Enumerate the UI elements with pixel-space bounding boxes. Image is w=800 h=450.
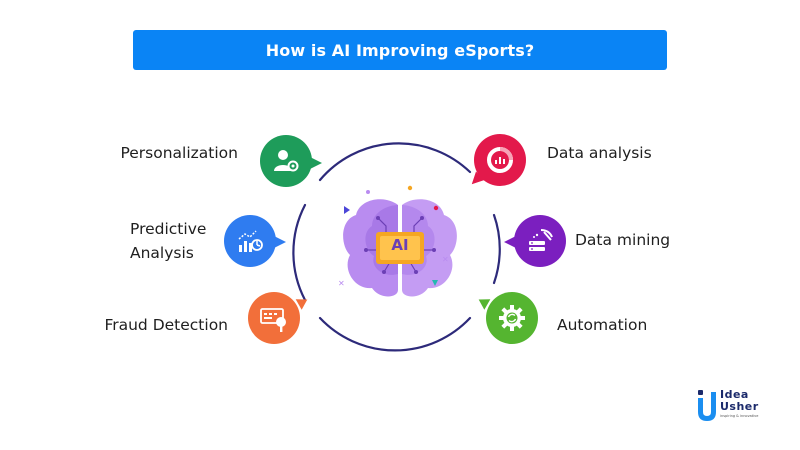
data-mining-icon [529,229,553,251]
page-title: How is AI Improving eSports? [265,40,535,60]
user-settings-icon [274,150,299,172]
label-predictive-line2: Analysis [130,244,194,262]
ai-brain-icon [343,199,457,297]
label-data-analysis: Data analysis [547,144,652,162]
ring-arc-left [292,203,307,302]
automation-bubble [475,292,538,344]
label-data-mining: Data mining [575,231,671,249]
data-analysis-bubble [467,134,526,189]
label-automation: Automation [557,316,648,334]
label-predictive-analysis: Predictive Analysis [130,217,206,265]
data-mining-bubble [504,215,566,267]
fraud-detection-icon [260,308,286,332]
svg-text:✕: ✕ [442,255,449,264]
personalization-bubble [260,135,322,187]
label-personalization: Personalization [120,144,238,162]
logo-line1: Idea [720,388,749,401]
logo-line2: Usher [720,400,759,413]
fraud-detection-bubble [248,292,311,344]
ring-arc-top [318,142,472,182]
label-fraud-detection: Fraud Detection [104,316,228,334]
ring-arc-bottom [318,316,472,352]
predictive-analysis-bubble [224,215,286,267]
label-predictive-line1: Predictive [130,220,207,238]
sparkle-decorations: ✕ ✕ [338,185,449,288]
ideausher-logo: Idea Usher inspiring & innovative [696,388,776,422]
logo-tagline: inspiring & innovative [720,414,759,418]
automation-gear-icon [499,305,525,331]
svg-text:✕: ✕ [338,279,345,288]
ideausher-logo-mark [698,390,716,421]
ai-badge-text: AI [391,236,409,254]
chart-analysis-icon [238,230,263,252]
ring-arc-right [492,213,501,285]
donut-chart-icon [487,147,513,173]
title-banner: How is AI Improving eSports? [133,30,667,70]
